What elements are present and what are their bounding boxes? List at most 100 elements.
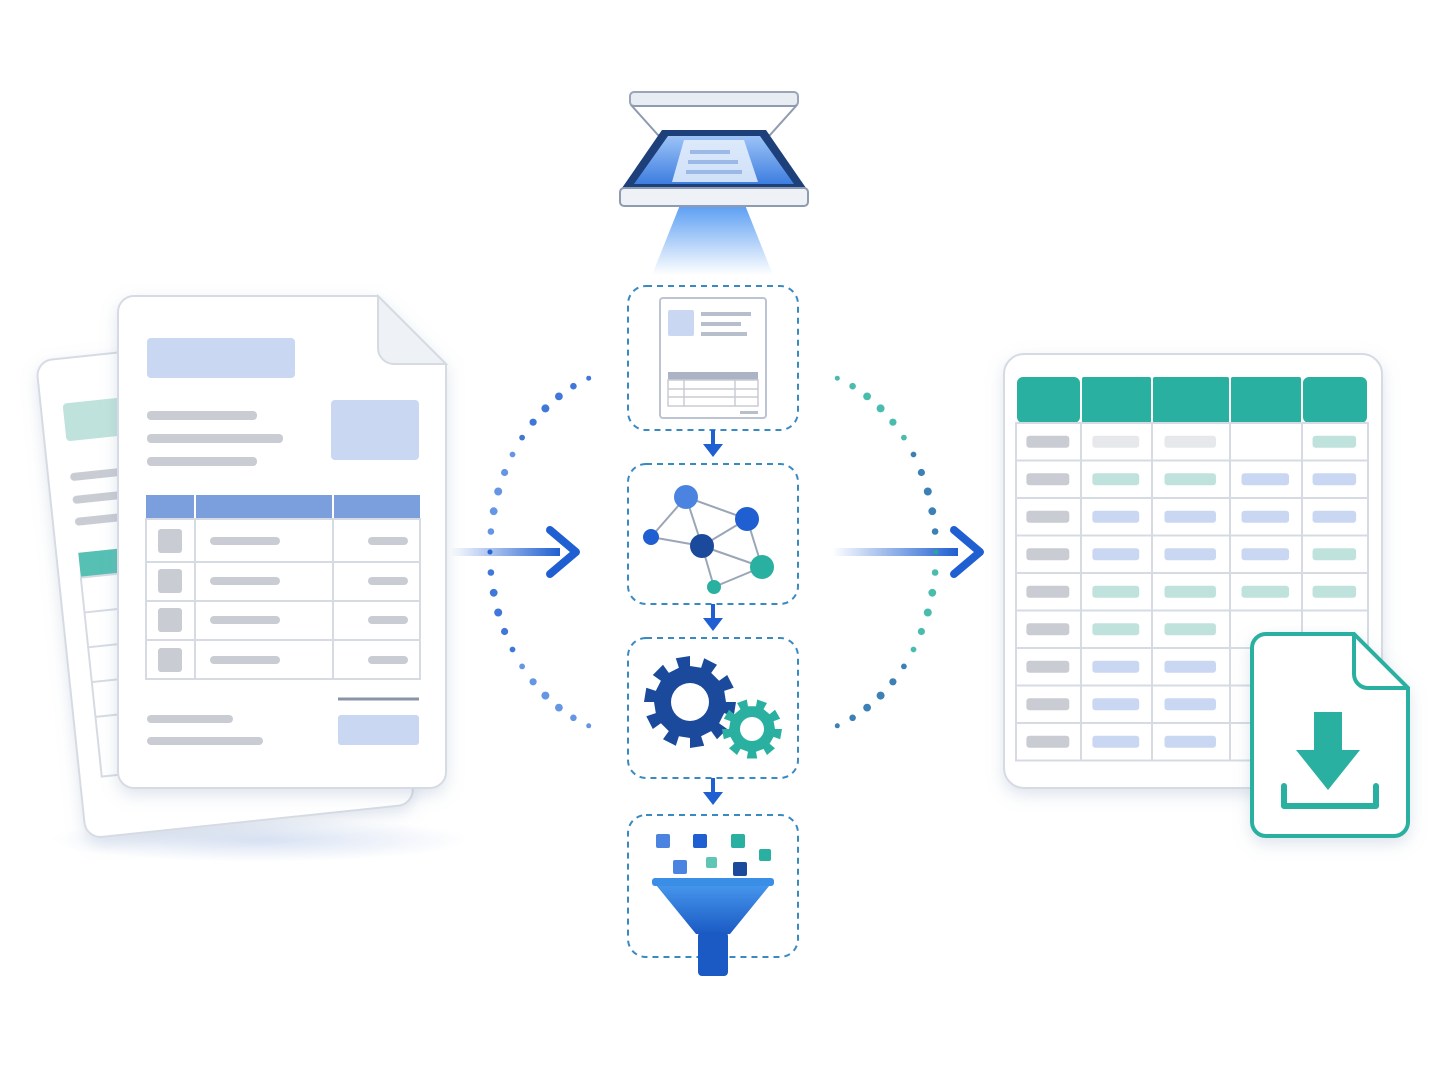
step-arrow-3 [703, 778, 723, 805]
flow-dot [917, 468, 926, 477]
flow-dot [555, 392, 563, 401]
doc-row-text [210, 577, 280, 585]
flow-dot [849, 382, 856, 390]
spreadsheet-icon [1003, 353, 1383, 789]
scanner-icon [619, 91, 809, 275]
documents-stack-icon [36, 293, 470, 862]
flow-dot [494, 608, 503, 617]
sheet-header-cell [1017, 377, 1080, 423]
sheet-cell-value [1241, 585, 1290, 598]
doc-row-amount [368, 537, 408, 545]
flow-dot [501, 627, 509, 636]
flow-dot [928, 588, 937, 597]
filter-funnel-icon [652, 834, 774, 976]
flow-dot [889, 418, 897, 426]
sheet-cell-value [1164, 510, 1216, 523]
sheet-cell-value [1026, 585, 1070, 598]
sheet-cell-value [1312, 473, 1357, 486]
flow-dot [923, 487, 932, 496]
flow-dot [494, 487, 503, 496]
scanned-document-icon [659, 297, 767, 419]
flow-dot [910, 646, 917, 653]
sheet-cell-value [1092, 510, 1140, 523]
sheet-cell-value [1312, 510, 1357, 523]
flow-dot [541, 404, 550, 413]
flow-dot [487, 569, 495, 576]
flow-dot [529, 678, 537, 686]
sheet-cell-value [1164, 623, 1216, 636]
sheet-cell-value [1026, 623, 1070, 636]
sheet-cell-value [1312, 435, 1357, 448]
sheet-cell-value [1092, 698, 1140, 711]
flow-dot [501, 468, 509, 477]
sheet-header-cell [1303, 377, 1367, 423]
flow-dot [509, 451, 516, 458]
sheet-cell-value [1026, 510, 1070, 523]
step-ocr-box [627, 285, 799, 431]
sheet-cell-value [1241, 510, 1290, 523]
flow-dot [931, 528, 939, 535]
flow-dot [555, 703, 563, 712]
flow-dot [910, 451, 917, 458]
step-filter-box [627, 814, 799, 976]
flow-dot [519, 434, 525, 441]
sheet-cell-value [1164, 660, 1216, 673]
gear-hole [740, 717, 764, 741]
sheet-header-cell [1153, 377, 1229, 423]
step-analysis-box [627, 463, 799, 605]
flow-dot [923, 608, 932, 617]
sheet-cell-value [1092, 435, 1140, 448]
flow-dot [917, 627, 926, 636]
sheet-cell-value [1092, 660, 1140, 673]
sheet-cell-value [1312, 548, 1357, 561]
flow-dot [889, 678, 897, 686]
sheet-header-cell [1082, 377, 1151, 423]
sheet-cell-value [1164, 735, 1216, 748]
doc-row-amount [368, 616, 408, 624]
sheet-cell-value [1241, 548, 1290, 561]
flow-dot [849, 714, 856, 722]
doc-row-text [210, 537, 280, 545]
doc-row-cell [158, 569, 182, 593]
doc-row-text [210, 616, 280, 624]
sheet-cell-value [1026, 435, 1070, 448]
flow-dot [529, 418, 537, 426]
gears-icon [644, 656, 782, 759]
flow-dot [570, 714, 577, 722]
sheet-cell-value [1092, 548, 1140, 561]
flow-dot [570, 382, 577, 390]
input-arrow [450, 526, 580, 578]
doc-row-amount [368, 656, 408, 664]
sheet-cell-value [1026, 473, 1070, 486]
sheet-cell-value [1026, 698, 1070, 711]
sheet-cell-value [1092, 735, 1140, 748]
flow-dot [901, 663, 907, 670]
doc-row-cell [158, 608, 182, 632]
sheet-cell-value [1164, 473, 1216, 486]
gear-hole [671, 683, 709, 721]
sheet-cell-value [1026, 548, 1070, 561]
step-processing-box [627, 637, 799, 779]
flow-dot [519, 663, 525, 670]
flow-dot [863, 392, 871, 401]
sheet-cell-value [1092, 623, 1140, 636]
flow-dot [489, 507, 498, 516]
flow-dot [863, 703, 871, 712]
sheet-cell-value [1026, 735, 1070, 748]
flow-dot [931, 569, 939, 576]
flow-dot [876, 691, 885, 700]
step-arrow-2 [703, 604, 723, 631]
doc-row-amount [368, 577, 408, 585]
flow-dot [834, 375, 840, 381]
output-arrow [832, 526, 984, 578]
sheet-cell-value [1164, 435, 1216, 448]
sheet-cell-value [1164, 548, 1216, 561]
sheet-cell-value [1164, 585, 1216, 598]
flow-dot [487, 549, 493, 555]
download-file-icon[interactable] [1250, 632, 1410, 838]
flow-dot [834, 723, 840, 729]
dotted-flow-arcs [487, 375, 939, 729]
network-graph-icon [643, 485, 774, 594]
flow-dot [928, 507, 937, 516]
